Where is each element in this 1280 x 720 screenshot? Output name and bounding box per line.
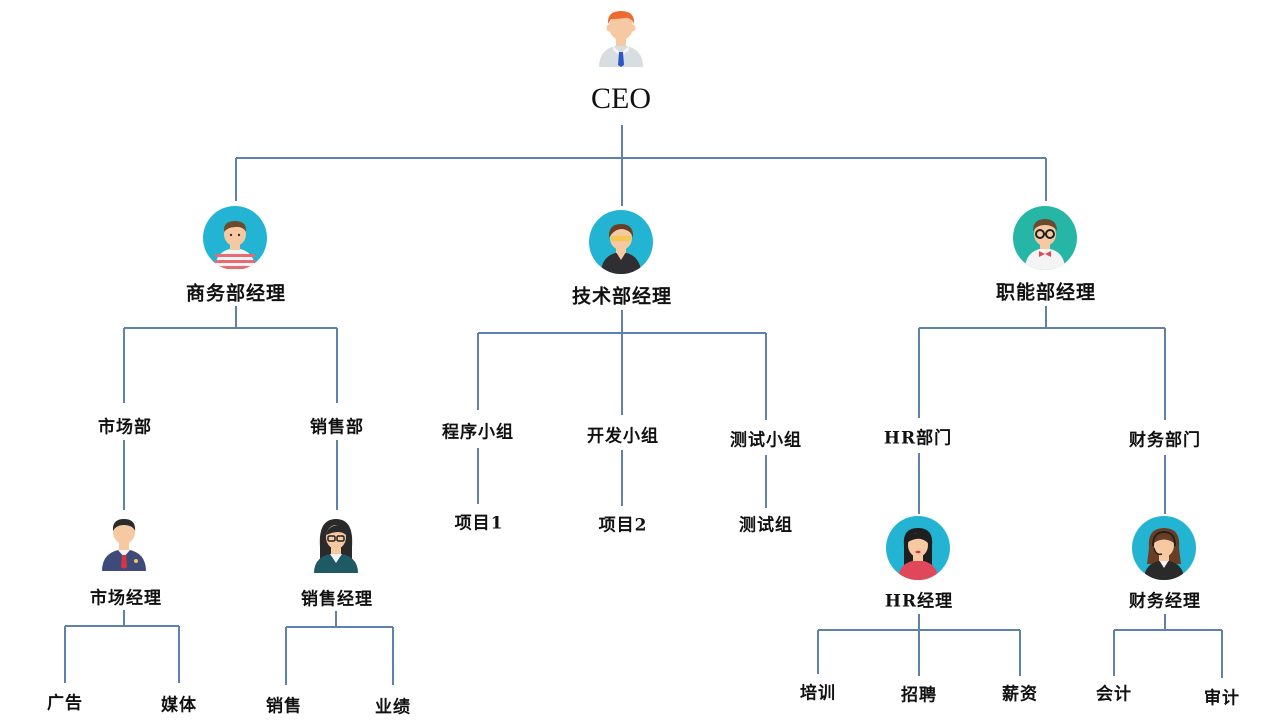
connector-marketing-manager — [64, 610, 180, 683]
ceo-label: CEO — [591, 82, 651, 115]
connector-finance-manager — [1113, 614, 1223, 678]
marketing-manager-label: 市场经理 — [90, 588, 162, 609]
performance-label: 业绩 — [375, 697, 411, 718]
project1-label: 项目1 — [454, 513, 504, 534]
functional-manager-label: 职能部经理 — [995, 281, 1097, 304]
woman-icon — [886, 516, 950, 580]
man-glasses-bowtie-icon — [1013, 206, 1077, 270]
woman-headset-icon — [1132, 516, 1196, 580]
man-striped-shirt-icon — [203, 206, 267, 270]
sales-manager-label: 销售经理 — [301, 589, 373, 610]
man-sunglasses-icon — [589, 210, 653, 274]
connector-functional — [918, 306, 1166, 420]
finance-dept-label: 财务部门 — [1129, 430, 1201, 451]
accounting-label: 会计 — [1096, 684, 1132, 705]
salary-label: 薪资 — [1002, 684, 1038, 705]
ads-label: 广告 — [47, 693, 83, 714]
woman-glasses-icon — [312, 517, 360, 573]
connector-hr-manager — [817, 614, 1021, 676]
connector-sales-manager — [285, 611, 394, 685]
connector-lines — [64, 125, 1223, 685]
ceo-icon — [595, 7, 647, 67]
media-label: 媒体 — [161, 695, 197, 716]
recruiting-label: 招聘 — [901, 685, 937, 706]
finance-manager-label: 财务经理 — [1129, 591, 1201, 612]
program-group-label: 程序小组 — [442, 422, 514, 443]
hr-manager-label: HR经理 — [884, 591, 954, 612]
businessman-icon — [100, 517, 148, 571]
hr-dept-label: HR部门 — [883, 428, 953, 449]
training-label: 培训 — [800, 683, 836, 704]
project2-label: 项目2 — [598, 515, 648, 536]
audit-label: 审计 — [1204, 688, 1240, 709]
test-group-label: 测试小组 — [730, 430, 802, 451]
connector-business — [123, 306, 338, 403]
test-team-label: 测试组 — [739, 515, 793, 536]
sales-label: 销售 — [266, 696, 302, 717]
business-manager-label: 商务部经理 — [185, 282, 287, 305]
connector-ceo — [235, 125, 1047, 206]
dev-group-label: 开发小组 — [587, 426, 659, 447]
marketing-dept-label: 市场部 — [98, 417, 152, 438]
tech-manager-label: 技术部经理 — [571, 285, 673, 308]
sales-dept-label: 销售部 — [310, 417, 364, 438]
connector-tech — [477, 310, 767, 420]
